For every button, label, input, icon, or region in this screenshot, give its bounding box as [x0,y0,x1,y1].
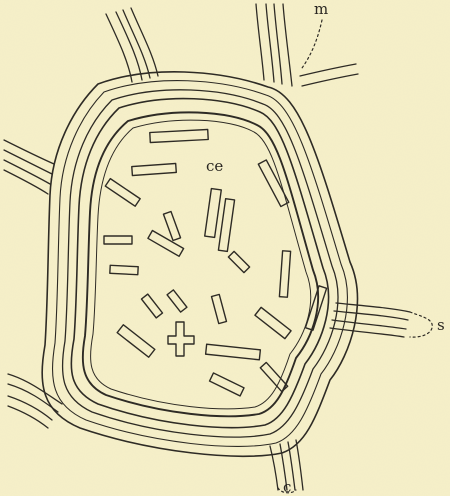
label-m: m [314,2,328,17]
label-c: c [283,480,291,495]
label-s: s [437,318,445,333]
label-ce: ce [206,159,223,174]
